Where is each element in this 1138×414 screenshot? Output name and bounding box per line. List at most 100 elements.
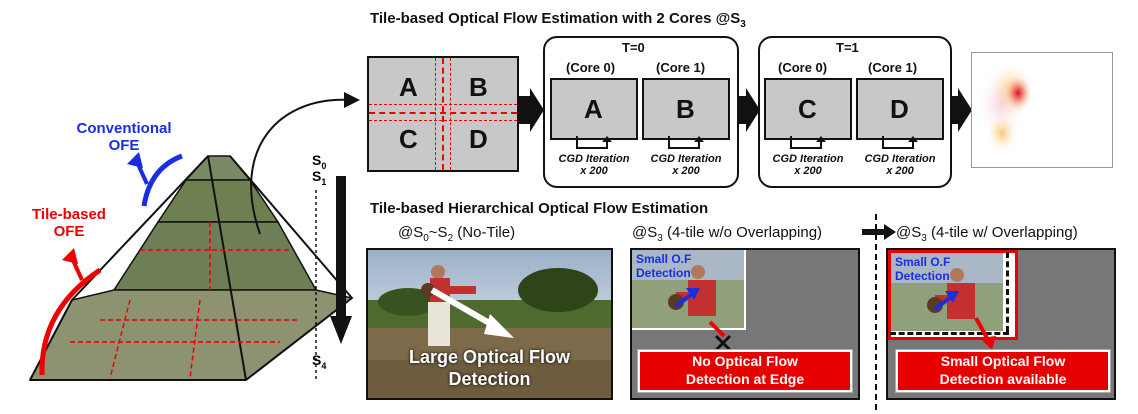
tile-label-a: A bbox=[399, 72, 418, 102]
scale-s0-label: S0 bbox=[312, 152, 326, 171]
flow-map-graphic bbox=[976, 63, 1034, 153]
core-tile-c: C bbox=[764, 78, 852, 140]
panel1-header-sub0: 0 bbox=[423, 233, 429, 244]
panel1-photo: Large Optical Flow Detection bbox=[366, 248, 613, 400]
scale-s4-label: S4 bbox=[312, 352, 326, 371]
panel1-caption: Large Optical Flow Detection bbox=[368, 346, 611, 390]
arrow-up-left-icon bbox=[127, 152, 149, 185]
core-name: (Core 1) bbox=[868, 60, 918, 75]
top-title-sub: 3 bbox=[740, 19, 746, 30]
overlap-boundary-h bbox=[890, 332, 1009, 335]
iteration-loop-icon bbox=[882, 136, 918, 149]
iteration-loop-icon bbox=[668, 136, 704, 149]
core-tile-label: A bbox=[584, 94, 603, 124]
arrow-right-icon bbox=[734, 88, 760, 132]
scale-s1-letter: S bbox=[312, 168, 322, 184]
panel3-header-pre: @S bbox=[896, 224, 922, 241]
iteration-line2: x 200 bbox=[672, 165, 700, 177]
arrow-right-icon bbox=[862, 224, 896, 240]
tile-ofe-line2: OFE bbox=[53, 223, 85, 240]
panel-separator bbox=[875, 214, 877, 410]
tile-overlap-v2 bbox=[450, 58, 451, 170]
iteration-loop-icon bbox=[790, 136, 826, 149]
conventional-ofe-line1: Conventional bbox=[76, 120, 172, 137]
iteration-line2: x 200 bbox=[794, 165, 822, 177]
scale-s1-sub: 1 bbox=[321, 176, 327, 187]
flow-arrow-down-icon bbox=[974, 317, 996, 350]
overlap-boundary-v bbox=[1006, 252, 1009, 332]
panel2-header-post: (4-tile w/o Overlapping) bbox=[662, 224, 823, 241]
core-tile-label: C bbox=[798, 94, 817, 124]
panel2-frame: Small O.F Detection No Optical Flow Dete… bbox=[630, 248, 860, 400]
bottom-title: Tile-based Hierarchical Optical Flow Est… bbox=[370, 200, 709, 217]
panel3-caption: Small Optical Flow Detection available bbox=[895, 349, 1111, 393]
tile-label-b: B bbox=[469, 72, 488, 102]
panel2-tile-crop: Small O.F Detection bbox=[632, 250, 746, 330]
tile-crop-graphic bbox=[891, 253, 1003, 331]
iteration-line1: CGD Iteration bbox=[772, 153, 844, 165]
tile-overlap-h1 bbox=[369, 104, 517, 105]
panel2-caption-line1: No Optical Flow bbox=[692, 353, 798, 369]
scale-s4-sub: 4 bbox=[321, 360, 327, 371]
top-title: Tile-based Optical Flow Estimation with … bbox=[370, 10, 746, 30]
panel1-header-pre: @S bbox=[398, 224, 424, 241]
iteration-line2: x 200 bbox=[580, 165, 608, 177]
image-pyramid-graphic bbox=[28, 153, 354, 381]
core-name: (Core 0) bbox=[778, 60, 828, 75]
panel3-frame: Small O.F Detection Small Optical Flow D… bbox=[886, 248, 1116, 400]
conventional-ofe-line2: OFE bbox=[108, 137, 140, 154]
core-name: (Core 1) bbox=[656, 60, 706, 75]
core-tile-a: A bbox=[550, 78, 638, 140]
scale-s1-label: S1 bbox=[312, 168, 326, 187]
group-label-t0: T=0 bbox=[622, 40, 645, 55]
panel2-header-sub: 3 bbox=[657, 233, 663, 244]
arrow-up-left-icon bbox=[62, 248, 84, 281]
core-tile-d: D bbox=[856, 78, 944, 140]
iteration-loop-icon bbox=[576, 136, 612, 149]
iteration-line1: CGD Iteration bbox=[650, 153, 722, 165]
tile-divider-v bbox=[442, 58, 444, 170]
panel2-blue-line1: Small O.F bbox=[636, 252, 692, 266]
small-flow-arrow-icon bbox=[933, 291, 959, 311]
tile-ofe-line1: Tile-based bbox=[32, 206, 106, 223]
scale-s0-sub: 0 bbox=[321, 160, 327, 171]
iteration-line2: x 200 bbox=[886, 165, 914, 177]
tile-overlap-v1 bbox=[435, 58, 436, 170]
core-tile-b: B bbox=[642, 78, 730, 140]
group-label-t1: T=1 bbox=[836, 40, 859, 55]
panel1-header-mid: ~S bbox=[428, 224, 448, 241]
panel2-caption-line2: Detection at Edge bbox=[685, 371, 805, 387]
tile-overlap-h2 bbox=[369, 120, 517, 121]
panel1-header-post: (No-Tile) bbox=[453, 224, 516, 241]
scale-s0-letter: S bbox=[312, 152, 322, 168]
panel2-caption: No Optical Flow Detection at Edge bbox=[637, 349, 853, 393]
tile-grid: A B C D bbox=[367, 56, 519, 172]
panel1-caption-line1: Large Optical Flow bbox=[408, 347, 571, 367]
panel1-header-sub2: 2 bbox=[447, 233, 454, 244]
panel2-header-pre: @S bbox=[632, 224, 658, 241]
optical-flow-result-image bbox=[971, 52, 1113, 168]
panel3-blue-line2: Detection bbox=[895, 269, 950, 283]
core-name: (Core 0) bbox=[566, 60, 616, 75]
curved-arrow-icon bbox=[250, 92, 360, 235]
iteration-line1: CGD Iteration bbox=[558, 153, 630, 165]
arrow-right-icon bbox=[946, 88, 972, 132]
panel3-blue-line1: Small O.F bbox=[895, 255, 951, 269]
panel1-caption-line2: Detection bbox=[448, 369, 531, 389]
panel1-header: @S0~S2 (No-Tile) bbox=[398, 224, 515, 244]
tile-ofe-label: Tile-based OFE bbox=[14, 206, 124, 240]
panel3-header-post: (4-tile w/ Overlapping) bbox=[926, 224, 1078, 241]
panel3-blue-label: Small O.F Detection bbox=[895, 255, 950, 283]
panel3-caption-line1: Small Optical Flow bbox=[940, 353, 1066, 369]
panel3-header: @S3 (4-tile w/ Overlapping) bbox=[896, 224, 1078, 244]
iteration-line1: CGD Iteration bbox=[864, 153, 936, 165]
panel3-caption-line2: Detection available bbox=[939, 371, 1067, 387]
panel2-header: @S3 (4-tile w/o Overlapping) bbox=[632, 224, 822, 244]
tile-label-d: D bbox=[469, 124, 488, 154]
arrow-right-icon bbox=[518, 88, 544, 132]
top-title-text: Tile-based Optical Flow Estimation with … bbox=[370, 10, 741, 27]
